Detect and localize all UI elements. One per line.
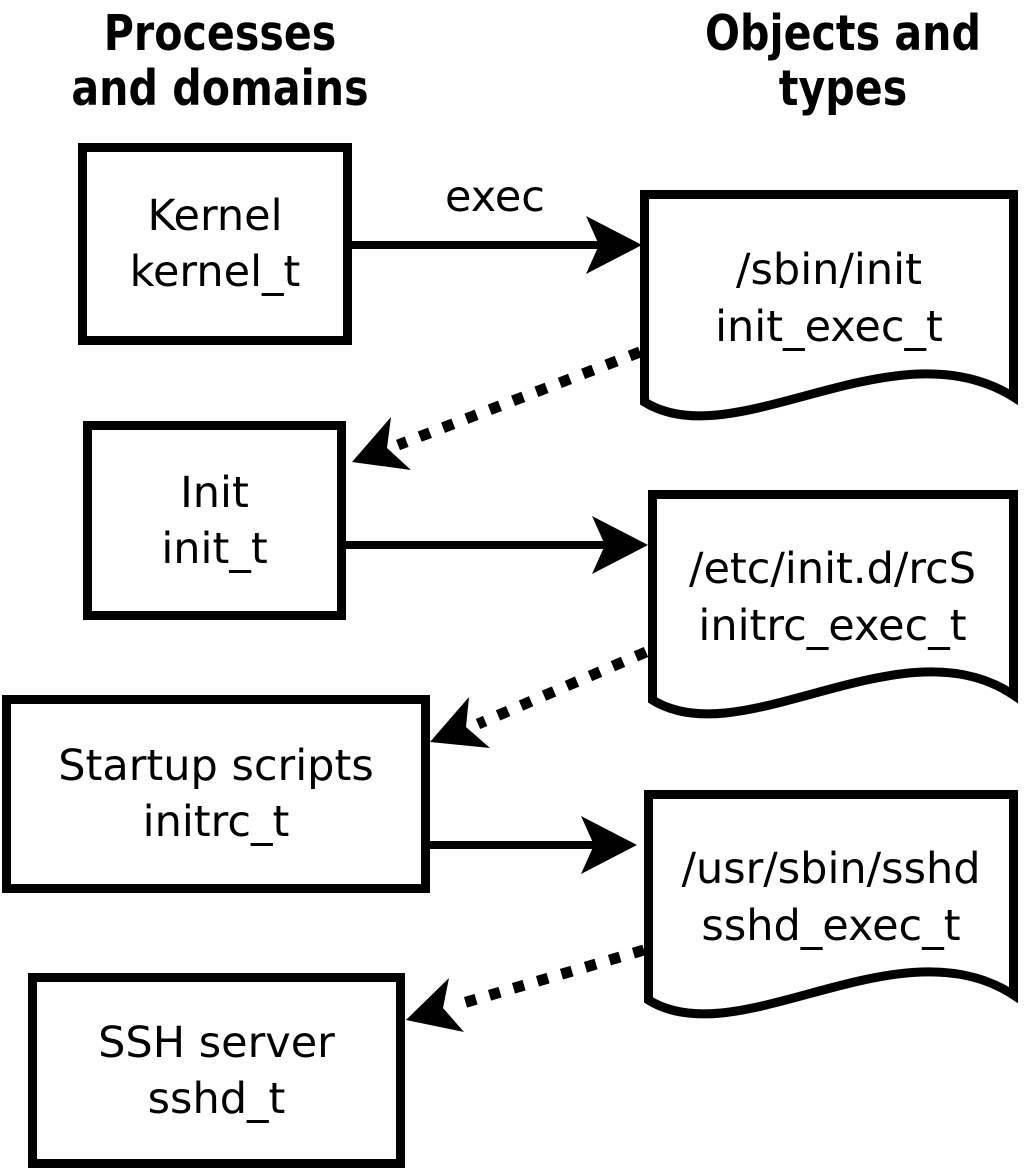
process-name: Kernel: [147, 191, 283, 241]
exec-arrow-kernel-to-init-exec: [348, 216, 642, 274]
header-line: Objects and: [705, 5, 981, 62]
process-box-ssh-server: SSH server sshd_t: [28, 973, 405, 1168]
header-line: types: [778, 60, 908, 117]
process-box-startup-scripts: Startup scripts initrc_t: [2, 695, 430, 893]
exec-arrow-init-to-initrc-exec: [342, 516, 648, 574]
process-domain-type: sshd_t: [147, 1073, 286, 1124]
column-header-processes: Processes and domains: [52, 6, 388, 116]
document-shape-sshd-exec: [644, 790, 1018, 1019]
arrowhead-icon: [586, 216, 642, 274]
process-name: Startup scripts: [58, 741, 374, 791]
process-domain-type: init_t: [161, 523, 268, 574]
process-name: Init: [180, 467, 249, 518]
process-box-kernel: Kernel kernel_t: [78, 143, 352, 345]
column-header-objects: Objects and types: [679, 6, 1007, 116]
arrowhead-icon: [430, 697, 490, 748]
document-shape-initrc-exec: [648, 490, 1018, 719]
exec-arrow-initrc-to-sshd-exec: [424, 816, 637, 874]
transition-arrow-initrc-exec-to-initrc: [430, 646, 649, 748]
process-name: SSH server: [98, 1017, 335, 1068]
header-line: Processes: [103, 5, 337, 62]
transition-arrow-init-exec-to-init: [352, 346, 642, 470]
arrowhead-icon: [581, 816, 637, 874]
document-shape-init-exec: [640, 190, 1018, 421]
process-domain-type: initrc_t: [142, 797, 290, 847]
process-domain-type: kernel_t: [129, 247, 301, 297]
arrowhead-icon: [352, 417, 411, 470]
arrowhead-icon: [592, 516, 648, 574]
exec-edge-label: exec: [445, 172, 545, 222]
process-box-init: Init init_t: [83, 421, 346, 620]
transition-arrow-sshd-exec-to-sshd: [406, 944, 646, 1032]
arrowhead-icon: [406, 978, 464, 1032]
header-line: and domains: [71, 60, 369, 117]
